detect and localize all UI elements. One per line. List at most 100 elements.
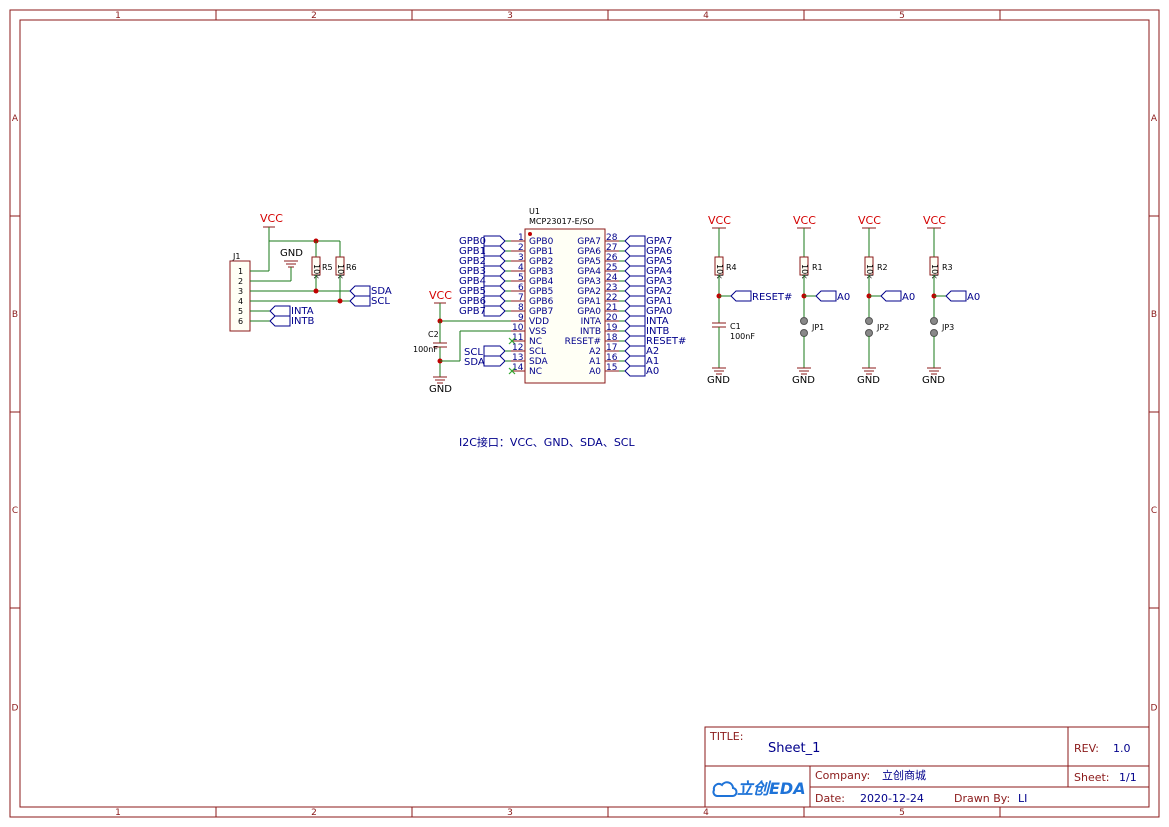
net-label-gpb: GPB4 [459,276,486,287]
title-label: TITLE: [709,730,743,743]
j1-pin-number: 2 [238,277,243,286]
u1-pin-number: 1 [518,233,524,243]
u1-pin-number: 8 [518,303,524,313]
resistor-r6[interactable]: 10k R6 [335,241,357,301]
u1-pin-number: 13 [512,353,523,363]
u1-designator: U1 [529,207,540,216]
u1-pin-number: 11 [512,333,523,343]
jumper-pad[interactable] [800,317,808,325]
u1-pin-name: GPA5 [577,257,601,267]
r5-value: 10k [312,264,321,279]
row-label-right: B [1151,310,1157,320]
net-flag-scl-j1: SCL [349,295,390,307]
u1-pin-name: GPB5 [529,287,553,297]
sheet-label: Sheet: [1074,771,1110,784]
row-label-right: A [1151,114,1158,124]
u1-pin-name: A0 [589,367,601,377]
svg-text:GND: GND [429,384,452,395]
row-label-left: A [12,114,19,124]
vcc-symbol-u1: VCC [429,289,452,321]
net-label-right: A0 [646,366,659,377]
u1-pin-name: GPB0 [529,237,554,247]
gnd-symbol-j1: GND [250,248,303,282]
net-flag-right [624,345,646,357]
j1-pin-number: 3 [238,287,243,296]
u1-pin-name: GPA0 [577,307,601,317]
company-value: 立创商城 [882,768,926,782]
svg-text:GND: GND [707,375,730,386]
i2c-note: I2C接口：VCC、GND、SDA、SCL [459,436,635,449]
u1-pin-number: 24 [606,273,618,283]
c1-value: 100nF [730,332,755,341]
col-label-top: 2 [311,11,317,21]
net-flag-right [624,325,646,337]
u1-pin-number: 27 [606,243,617,253]
u1-pin-number: 17 [606,343,617,353]
jumper-pad[interactable] [930,329,938,337]
u1-pin-number: 3 [518,253,524,263]
net-label-right: GPA6 [646,246,672,257]
reset-circuit[interactable]: VCC 10k R4 RESET# C1 100nF GND [707,214,792,386]
u1-pin-name: GPB1 [529,247,553,257]
row-label-right: C [1151,506,1157,516]
net-label-gpb: GPB5 [459,286,486,297]
resistor-value: 10k [800,264,809,279]
net-label-right: GPA7 [646,236,672,247]
jumper-designator: JP1 [811,323,824,332]
resistor-value: 10k [930,264,939,279]
col-label-top: 3 [507,11,513,21]
c2-value: 100nF [413,345,438,354]
u1-pin-number: 5 [518,273,524,283]
net-flag-right [624,265,646,277]
jumper-pad[interactable] [930,317,938,325]
sheet-value: 1/1 [1119,771,1137,784]
title-block: TITLE: Sheet_1 REV: 1.0 Company: 立创商城 Sh… [704,726,1150,808]
j1-pin-number: 4 [238,297,243,306]
net-flag-gpb [483,265,506,277]
gnd-label: GND [792,375,815,386]
u1-pin-name: GPB2 [529,257,553,267]
capacitor-c2[interactable]: C2 100nF [413,321,447,377]
u1-pin-number: 25 [606,263,617,273]
gnd-label: GND [857,375,880,386]
u1-pin-number: 14 [512,363,524,373]
u1-pin-name: GPA6 [577,247,601,257]
net-flag-sda-u1: SDA [464,355,511,368]
u1-pin-name: VDD [529,317,549,327]
net-label-right: GPA0 [646,306,672,317]
vcc-symbol-j1: VCC [260,212,283,241]
c2-designator: C2 [428,330,439,339]
resistor-r5[interactable]: 10k R5 [311,241,333,291]
rev-value: 1.0 [1113,742,1131,755]
r6-value: 10k [336,264,345,279]
u1-pin-number: 2 [518,243,524,253]
col-label-bottom: 2 [311,808,317,818]
jumper-pad[interactable] [865,317,873,325]
net-label-gpb: GPB0 [459,236,486,247]
drawn-by-label: Drawn By: [954,792,1010,805]
drawn-by-value: LI [1018,792,1027,805]
u1-pin-number: 7 [518,293,524,303]
net-label-right: INTB [646,326,670,337]
u1-pin-name: GPB3 [529,267,553,277]
u1-pin-name: GPA4 [577,267,601,277]
u1-pin-name: NC [529,367,542,377]
net-flag-right [624,315,646,327]
u1-pin-number: 9 [518,313,524,323]
u1-pin-number: 19 [606,323,618,333]
svg-text:VCC: VCC [708,214,731,227]
net-flag-inta-j1: INTA [269,305,314,317]
svg-text:SCL: SCL [464,347,483,358]
u1-pin-number: 28 [606,233,618,243]
u1-pin-name: GPB4 [529,277,554,287]
vcc-label: VCC [858,214,881,227]
gnd-label: GND [280,248,303,259]
net-flag-right [624,365,646,377]
jumper-pad[interactable] [800,329,808,337]
jumper-pad[interactable] [865,329,873,337]
